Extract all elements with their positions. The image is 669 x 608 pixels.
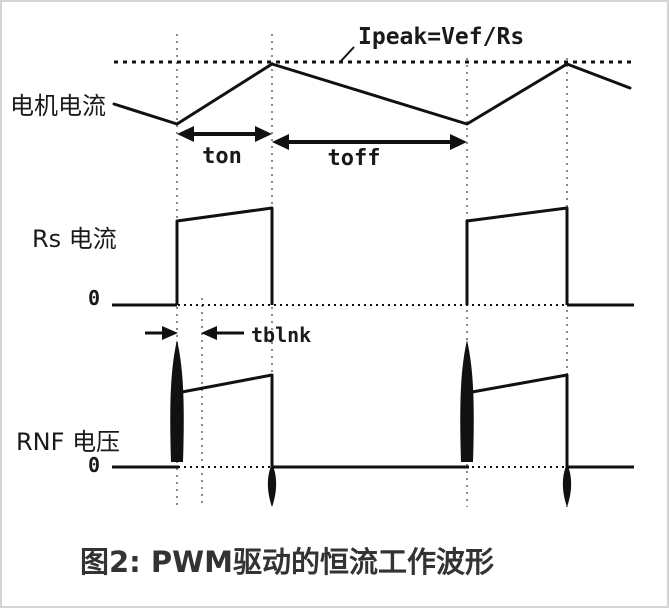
tblnk-arrows (145, 326, 244, 340)
rs-current-label: Rs 电流 (32, 225, 117, 253)
toff-arrowhead-right (450, 134, 467, 150)
ton-label: ton (202, 144, 242, 169)
motor-current-label: 电机电流 (10, 92, 106, 120)
rnf-level-1 (180, 373, 274, 394)
rnf-level-2 (470, 373, 569, 394)
vertical-gridlines (176, 34, 568, 507)
ton-arrowhead-right (255, 126, 272, 142)
tblnk-label: tblnk (251, 323, 311, 347)
rnf-voltage-label: RNF 电压 (16, 428, 120, 456)
rnf-spike-down-2 (562, 464, 572, 507)
rs-zero-label: 0 (88, 286, 100, 310)
rs-pulse-2 (465, 206, 569, 305)
figure-caption: 图2: PWM驱动的恒流工作波形 (80, 545, 494, 579)
rnf-zero-label: 0 (88, 453, 100, 477)
ipeak-label: Ipeak=Vef/Rs (358, 24, 524, 50)
rs-pulse-1 (175, 206, 274, 305)
ton-arrowhead-left (177, 126, 194, 142)
rnf-spike-up-1 (170, 340, 184, 462)
ton-arrow (177, 126, 272, 142)
tblnk-arrowhead-left (201, 326, 217, 340)
toff-arrow (272, 134, 467, 150)
tblnk-arrowhead-right (162, 326, 178, 340)
rnf-spike-down-1 (267, 464, 277, 507)
toff-arrowhead-left (272, 134, 289, 150)
motor-current-waveform (112, 62, 632, 126)
ipeak-pointer-line (340, 46, 355, 62)
toff-label: toff (328, 146, 381, 171)
rnf-spike-up-2 (460, 340, 474, 462)
